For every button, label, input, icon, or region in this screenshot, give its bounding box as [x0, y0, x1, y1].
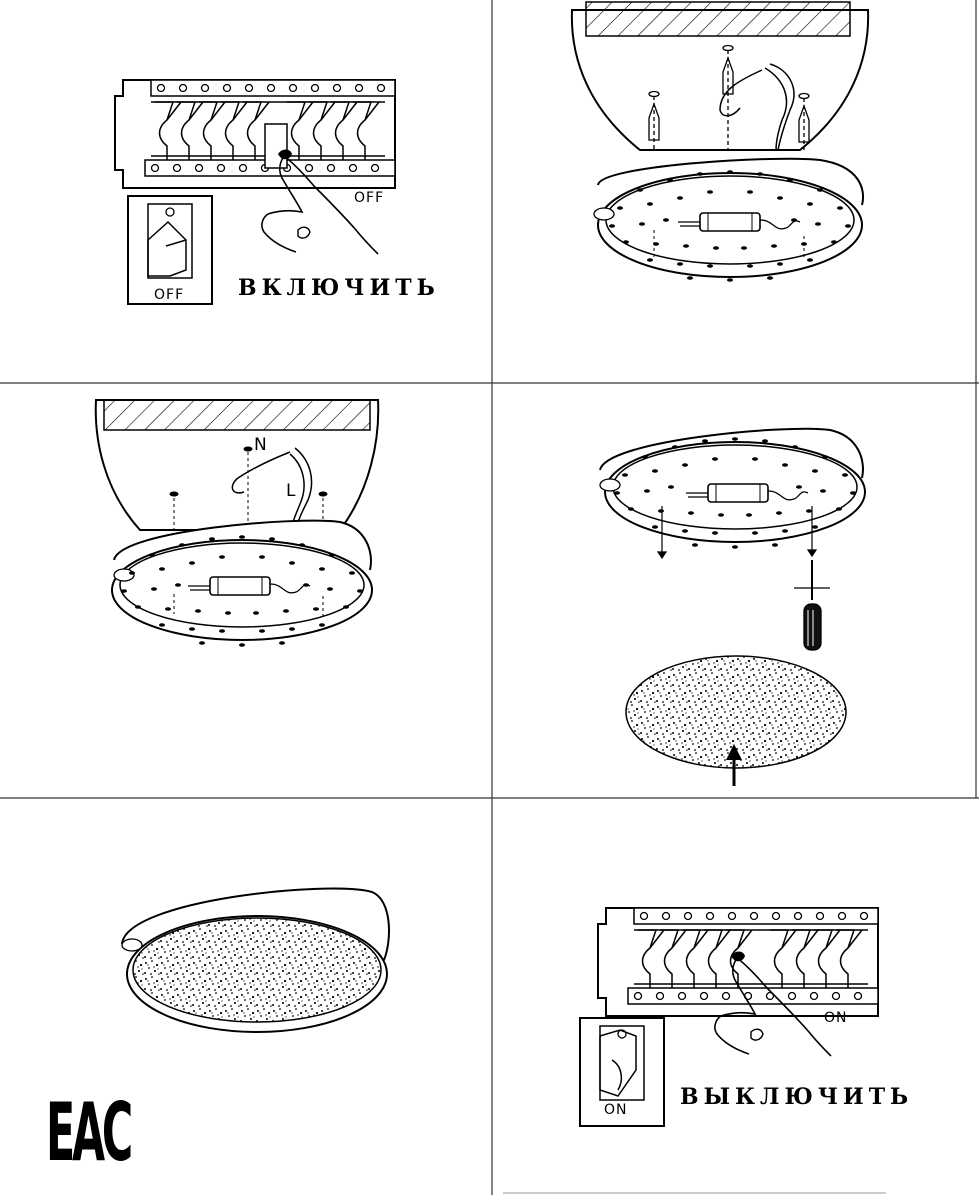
- breaker-state-label: OFF: [354, 190, 384, 206]
- switch-state-label: ON: [604, 1102, 628, 1118]
- lamp-base-icon: [600, 429, 865, 549]
- wall-anchor-icons: [649, 46, 809, 151]
- breaker-lever-off-icon: [265, 124, 287, 168]
- circuit-breaker-icon: [114, 79, 396, 189]
- panel-step-5: EAC: [46, 889, 389, 1179]
- ceiling-wires-icon: [720, 64, 794, 150]
- screw-icons: [658, 506, 816, 558]
- ceiling-slab-icon: [96, 400, 378, 530]
- screwdriver-icon: [794, 560, 830, 650]
- diffuser-icon: [626, 656, 846, 768]
- eac-certification-mark: EAC: [46, 1086, 131, 1179]
- circuit-breaker-icon: [597, 907, 879, 1017]
- lamp-base-icon: [594, 159, 863, 282]
- switch-state-label: OFF: [154, 287, 184, 303]
- switch-toggle-on-icon: [600, 1030, 636, 1096]
- ceiling-slab-icon: [572, 2, 868, 150]
- step-1-caption: ВКЛЮЧИТЬ: [238, 275, 440, 301]
- lamp-base-icon: [112, 521, 372, 647]
- step-6-caption: ВЫКЛЮЧИТЬ: [680, 1084, 913, 1110]
- panel-step-1: OFF OFF ВКЛЮЧИТЬ: [114, 79, 440, 305]
- panel-step-6: ON ON ВЫКЛЮЧИТЬ: [579, 907, 913, 1127]
- panel-step-3: N L: [96, 400, 378, 647]
- arrow-up-icon: [726, 744, 742, 786]
- panel-step-4: [600, 429, 865, 786]
- switch-toggle-off-icon: [148, 222, 186, 276]
- live-wire-label: L: [286, 481, 296, 501]
- breaker-state-label: ON: [824, 1010, 848, 1026]
- assembled-lamp-icon: [122, 889, 389, 1032]
- neutral-wire-label: N: [254, 435, 267, 455]
- panel-step-2: [572, 2, 868, 282]
